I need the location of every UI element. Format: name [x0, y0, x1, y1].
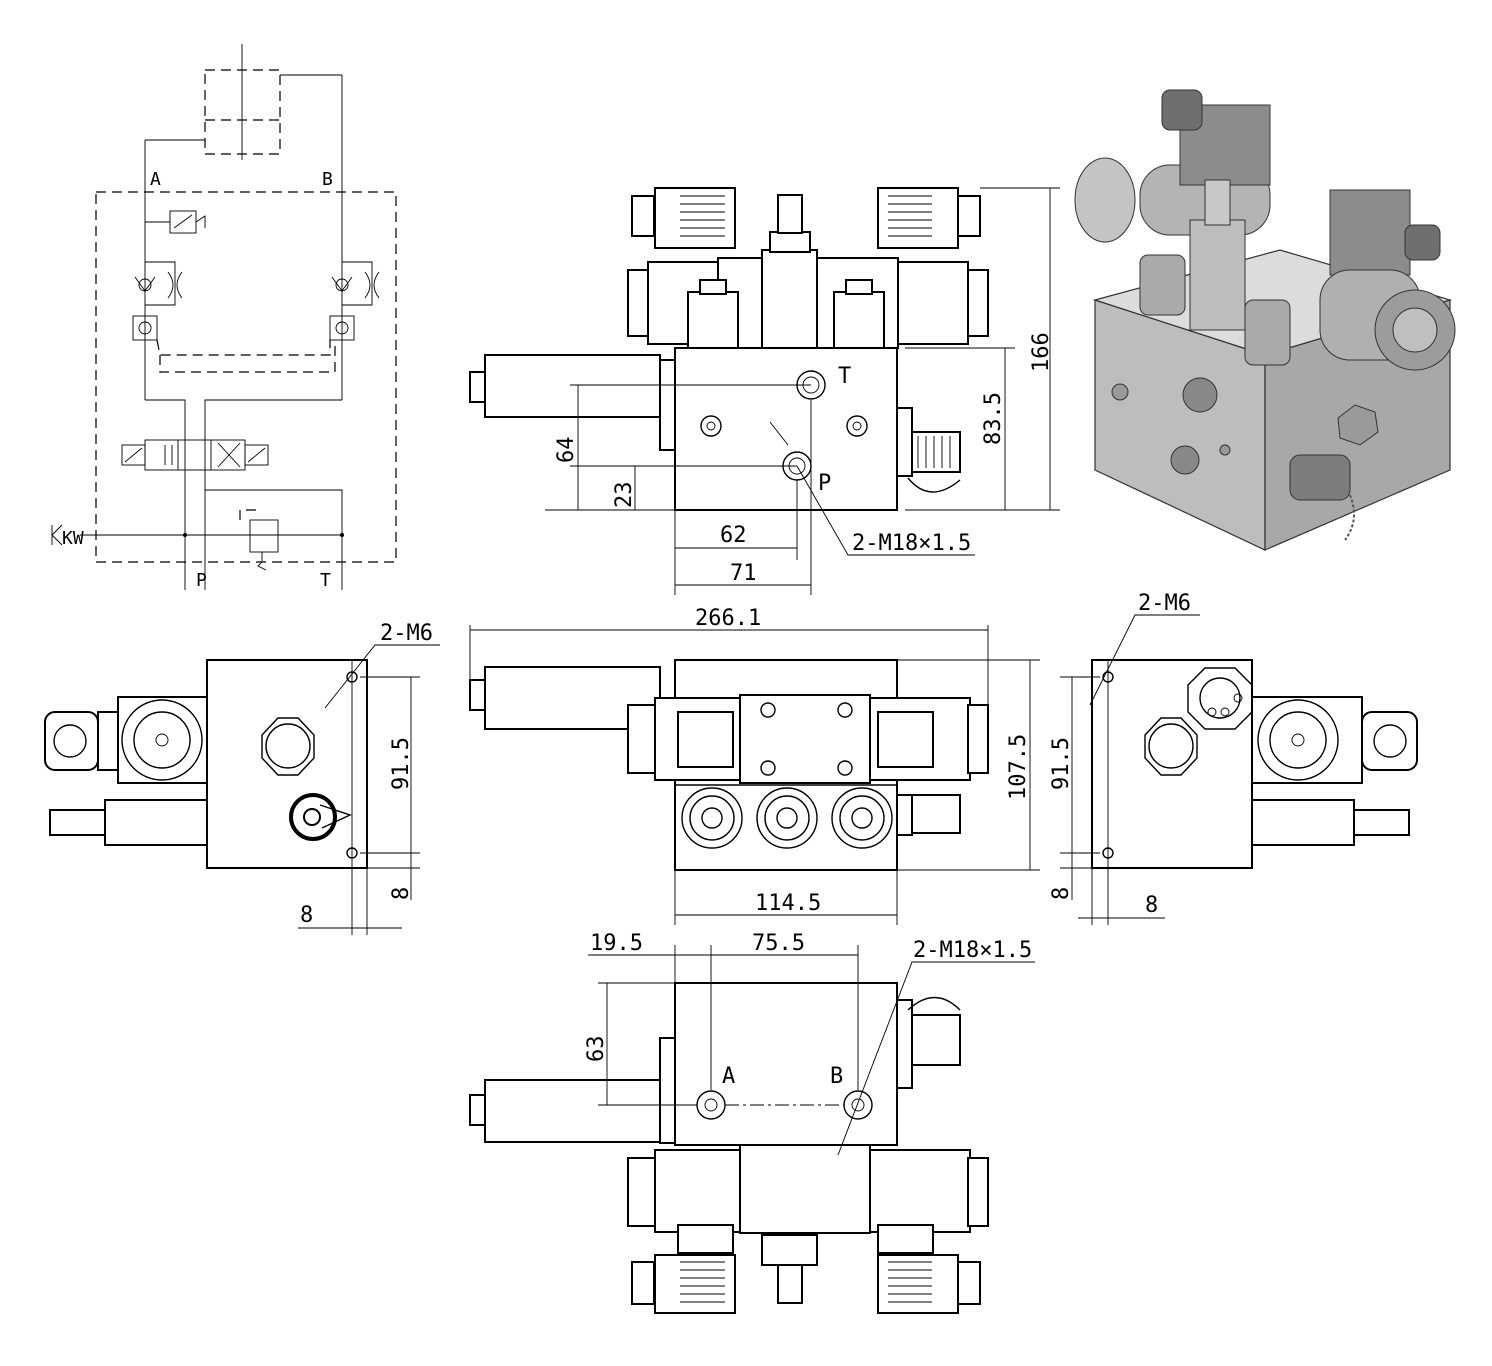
dim-71: 71 [730, 561, 757, 586]
schematic-port-p: P [196, 570, 207, 591]
dim-114-5: 114.5 [755, 891, 821, 916]
schematic-port-t: T [320, 570, 331, 591]
filter-cap-icon [911, 431, 961, 473]
right-thread-callout: 2-M6 [1138, 591, 1191, 616]
right-dim-8-vert: 8 [1049, 887, 1074, 900]
hydraulic-schematic: A B [51, 44, 397, 591]
iso-cartridge-icon [1189, 219, 1246, 331]
left-filter-cap [289, 793, 337, 841]
dim-83-5: 83.5 [981, 392, 1006, 445]
dim-107-5: 107.5 [1006, 734, 1031, 800]
rear-dim-75-5: 75.5 [752, 931, 805, 956]
check-valve-b-icon [331, 261, 380, 306]
relief-cartridge-icon [761, 249, 818, 349]
dim-62: 62 [720, 523, 747, 548]
front-port-p-label: P [818, 471, 831, 496]
coil-left-icon [654, 187, 736, 249]
rear-coil-left-icon [654, 1254, 736, 1314]
right-hex-plug [1144, 717, 1198, 776]
right-dim-91-5: 91.5 [1049, 737, 1074, 790]
left-solenoid-cap [121, 699, 203, 781]
right-connector-icon [1187, 667, 1253, 730]
gauge-port-icon [51, 524, 63, 546]
schematic-port-a: A [150, 169, 161, 190]
rear-coil-right-icon [877, 1254, 959, 1314]
left-thread-callout: 2-M6 [380, 621, 433, 646]
right-dim-8-horiz: 8 [1145, 893, 1158, 918]
pilot-check-b-icon [329, 315, 355, 341]
left-side-view: 91.5 8 8 2-M6 [44, 621, 440, 935]
dim-266-1: 266.1 [695, 606, 761, 631]
right-solenoid-cap [1257, 699, 1339, 781]
front-port-t-label: T [838, 364, 851, 389]
rear-port-b-label: B [830, 1064, 843, 1089]
iso-coil-right-icon [1329, 189, 1411, 276]
top-cartridge-3 [831, 787, 893, 849]
left-block [206, 659, 368, 869]
isometric-view [1074, 89, 1456, 551]
rear-filter-cap [911, 1014, 961, 1066]
pilot-check-a-icon [132, 315, 158, 341]
dim-64: 64 [554, 437, 579, 464]
rear-dim-19-5: 19.5 [590, 931, 643, 956]
directional-valve-icon [121, 439, 269, 471]
check-valve-a-icon [134, 261, 183, 306]
rear-block [674, 982, 898, 1146]
rear-thread-callout: 2-M18×1.5 [913, 938, 1032, 963]
schematic-port-b: B [322, 169, 333, 190]
iso-filter-icon [1289, 454, 1351, 501]
left-dim-8-horiz: 8 [300, 903, 313, 928]
dim-166: 166 [1029, 332, 1054, 372]
relief-valve-icon [239, 509, 279, 571]
rear-dim-63: 63 [584, 1036, 609, 1063]
left-dim-91-5: 91.5 [389, 737, 414, 790]
rear-port-a-label: A [722, 1064, 735, 1089]
right-side-view: 91.5 8 8 2-M6 [1049, 591, 1418, 925]
dim-23: 23 [612, 482, 637, 509]
top-cartridge-1 [681, 787, 743, 849]
top-view: 266.1 107.5 114.5 [469, 606, 1040, 925]
top-subplate [739, 694, 871, 784]
coil-right-icon [877, 187, 959, 249]
front-view: T P 83.5 166 64 23 62 71 2-M18×1.5 [469, 187, 1060, 595]
rear-view: A B 19.5 75.5 63 2-M18×1.5 [469, 931, 1035, 1314]
left-dim-8-vert: 8 [389, 887, 414, 900]
left-hex-plug [261, 717, 315, 776]
right-block [1091, 659, 1253, 869]
top-cartridge-2 [756, 787, 818, 849]
schematic-gauge-label: KW [62, 528, 84, 549]
front-thread-callout: 2-M18×1.5 [852, 531, 971, 556]
